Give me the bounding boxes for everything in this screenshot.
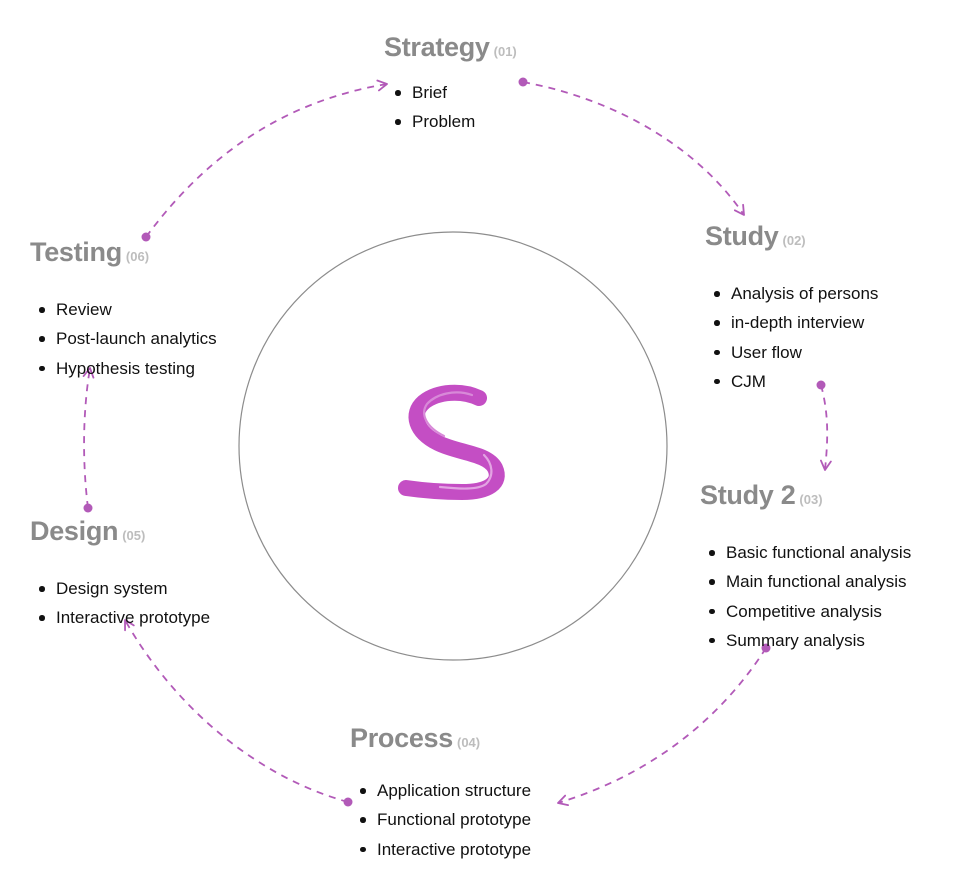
list-item: Functional prototype bbox=[357, 805, 531, 834]
connector-dot bbox=[343, 797, 353, 807]
stage-study2: Study 2(03) Basic functional analysis Ma… bbox=[700, 482, 911, 655]
connector-dot bbox=[518, 77, 528, 87]
stage-items: Basic functional analysis Main functiona… bbox=[706, 538, 911, 655]
connector-testing-to-strategy bbox=[145, 79, 388, 238]
stage-number: (04) bbox=[456, 735, 481, 750]
stage-title-text: Study 2 bbox=[700, 480, 796, 510]
list-item: Hypothesis testing bbox=[36, 354, 217, 383]
stage-title: Study(02) bbox=[705, 223, 878, 250]
list-item: Interactive prototype bbox=[36, 603, 210, 632]
stage-title: Process(04) bbox=[350, 725, 531, 752]
stage-number: (03) bbox=[799, 492, 823, 507]
connector-process-to-design bbox=[124, 619, 349, 803]
stage-title: Strategy(01) bbox=[384, 34, 517, 61]
list-item: Basic functional analysis bbox=[706, 538, 911, 567]
stage-title-text: Strategy bbox=[384, 32, 490, 62]
list-item: User flow bbox=[711, 338, 878, 367]
list-item: Application structure bbox=[357, 776, 531, 805]
s-logo bbox=[398, 384, 505, 500]
list-item: Summary analysis bbox=[706, 626, 911, 655]
connector-dot bbox=[761, 643, 771, 653]
connector-start-dots bbox=[83, 77, 826, 807]
connector-study-to-study2 bbox=[820, 384, 832, 471]
connector-study2-to-process bbox=[557, 647, 767, 807]
connector-dot bbox=[816, 380, 826, 390]
stage-title-text: Design bbox=[30, 516, 119, 546]
stage-title-text: Study bbox=[705, 221, 779, 251]
list-item: Analysis of persons bbox=[711, 279, 878, 308]
stage-items: Design system Interactive prototype bbox=[36, 574, 210, 633]
list-item: Brief bbox=[392, 78, 517, 107]
stage-items: Brief Problem bbox=[392, 78, 517, 137]
stage-items: Analysis of persons in-depth interview U… bbox=[711, 279, 878, 396]
stage-number: (06) bbox=[125, 249, 150, 264]
stage-number: (05) bbox=[122, 528, 146, 543]
connector-dot bbox=[83, 503, 93, 513]
stage-number: (02) bbox=[782, 233, 806, 248]
list-item: CJM bbox=[711, 367, 878, 396]
stage-title-text: Process bbox=[350, 723, 453, 753]
list-item: Design system bbox=[36, 574, 210, 603]
list-item: Post-launch analytics bbox=[36, 324, 217, 353]
list-item: Main functional analysis bbox=[706, 567, 911, 596]
stage-testing: Testing(06) Review Post-launch analytics… bbox=[30, 239, 217, 383]
list-item: in-depth interview bbox=[711, 308, 878, 337]
stage-number: (01) bbox=[493, 44, 517, 59]
connector-strategy-to-study bbox=[522, 81, 745, 216]
list-item: Review bbox=[36, 295, 217, 324]
cycle-connectors bbox=[82, 79, 832, 807]
list-item: Interactive prototype bbox=[357, 835, 531, 864]
center-circle bbox=[238, 231, 668, 661]
stage-items: Review Post-launch analytics Hypothesis … bbox=[36, 295, 217, 383]
stage-design: Design(05) Design system Interactive pro… bbox=[30, 518, 210, 633]
stage-title: Design(05) bbox=[30, 518, 210, 545]
list-item: Problem bbox=[392, 107, 517, 136]
stage-title-text: Testing bbox=[30, 237, 122, 267]
connector-design-to-testing bbox=[82, 367, 95, 509]
stage-items: Application structure Functional prototy… bbox=[357, 776, 531, 864]
connector-dot bbox=[141, 232, 151, 242]
stage-title: Testing(06) bbox=[30, 239, 217, 266]
stage-strategy: Strategy(01) Brief Problem bbox=[384, 34, 517, 137]
stage-process: Process(04) Application structure Functi… bbox=[350, 725, 531, 864]
list-item: Competitive analysis bbox=[706, 597, 911, 626]
stage-title: Study 2(03) bbox=[700, 482, 911, 509]
stage-study: Study(02) Analysis of persons in-depth i… bbox=[705, 223, 878, 396]
